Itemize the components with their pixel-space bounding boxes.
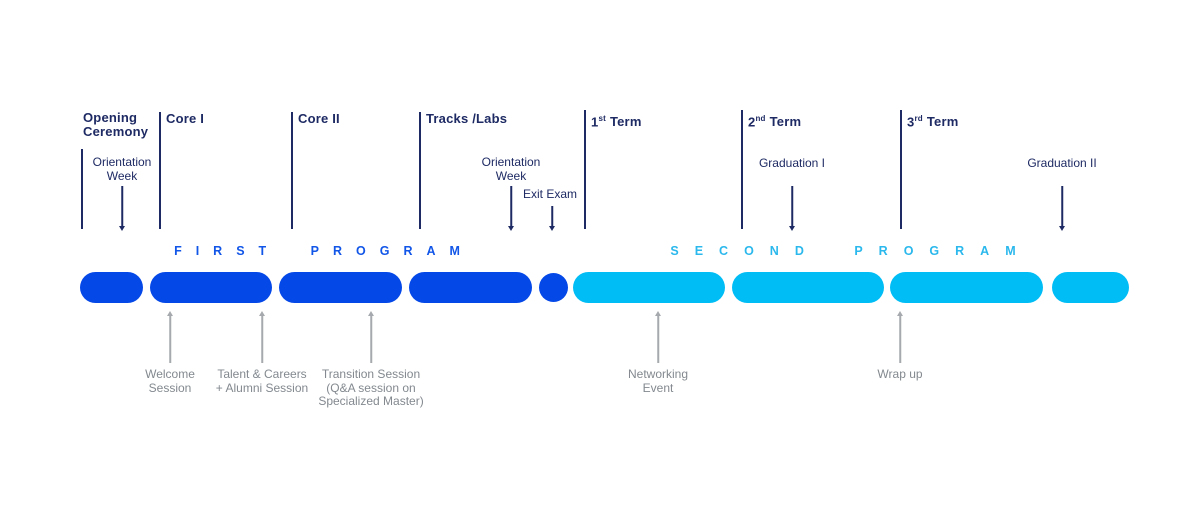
tick-term-2	[741, 110, 743, 229]
arrow-down-graduation-2	[1058, 186, 1066, 231]
segment-pill-final	[1052, 272, 1129, 303]
arrow-up-networking-event	[654, 311, 662, 363]
phase-label-opening-ceremony: Opening Ceremony	[83, 110, 149, 139]
milestone-label-orientation-week-2: Orientation Week	[481, 155, 541, 183]
segment-pill-term-3	[890, 272, 1043, 303]
arrow-up-transition-session	[367, 311, 375, 363]
segment-pill-opening-ceremony	[80, 272, 143, 303]
tick-term-1	[584, 110, 586, 229]
milestone-label-orientation-week-1: Orientation Week	[92, 155, 152, 183]
segment-pill-tracks-labs	[409, 272, 532, 303]
arrow-up-talent-careers	[258, 311, 266, 363]
phase-label-core-2: Core II	[298, 111, 340, 126]
first-program-label: FIRST PROGRAM	[174, 244, 474, 258]
event-label-transition-session: Transition Session (Q&A session on Speci…	[318, 367, 424, 408]
second-program-label: SECOND PROGRAM	[670, 244, 1032, 258]
segment-pill-core-2	[279, 272, 402, 303]
arrow-up-welcome-session	[166, 311, 174, 363]
tick-core-1	[159, 112, 161, 229]
arrow-down-exit-exam	[548, 206, 556, 231]
event-label-talent-careers: Talent & Careers + Alumni Session	[215, 367, 309, 395]
arrow-down-orientation-week-2	[507, 186, 515, 231]
event-label-wrap-up: Wrap up	[877, 367, 923, 381]
segment-pill-term-2	[732, 272, 884, 303]
phase-label-core-1: Core I	[166, 111, 205, 126]
phase-label-tracks-labs: Tracks /Labs	[426, 111, 508, 126]
tick-tracks-labs	[419, 112, 421, 229]
arrow-down-graduation-1	[788, 186, 796, 231]
event-label-welcome-session: Welcome Session	[145, 367, 195, 395]
event-label-networking-event: Networking Event	[627, 367, 689, 395]
tick-opening-ceremony	[81, 149, 83, 229]
tick-core-2	[291, 112, 293, 229]
segment-dot-exit-exam	[539, 273, 568, 302]
milestone-label-graduation-2: Graduation II	[1027, 156, 1097, 170]
arrow-down-orientation-week-1	[118, 186, 126, 231]
tick-term-3	[900, 110, 902, 229]
arrow-up-wrap-up	[896, 311, 904, 363]
segment-pill-term-1	[573, 272, 725, 303]
segment-pill-core-1	[150, 272, 272, 303]
milestone-label-graduation-1: Graduation I	[758, 156, 826, 170]
milestone-label-exit-exam: Exit Exam	[522, 187, 577, 201]
